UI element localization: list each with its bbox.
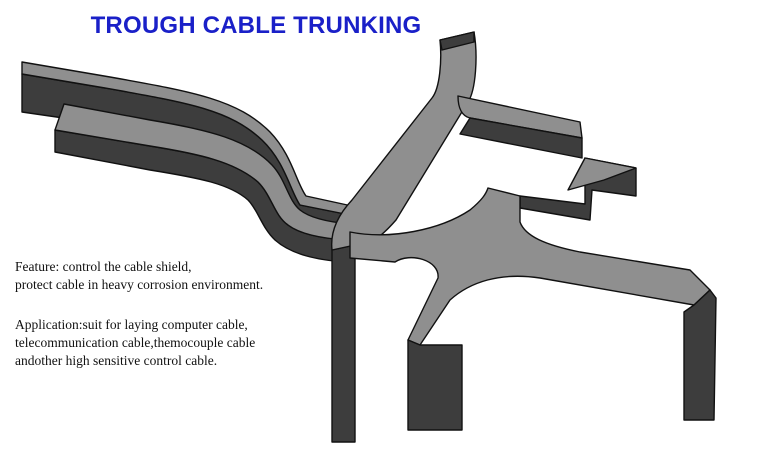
feature-line-1: Feature: control the cable shield, <box>15 259 192 274</box>
feature-text: Feature: control the cable shield, prote… <box>15 258 263 294</box>
right-box-floor <box>567 157 637 191</box>
main-diagonal-tray-floor <box>331 31 477 251</box>
main-tray-right-wall <box>439 31 475 51</box>
application-line-2: telecommunication cable,themocouple cabl… <box>15 335 256 350</box>
main-diagonal-tray-side <box>331 244 356 443</box>
feature-line-2: protect cable in heavy corrosion environ… <box>15 277 264 292</box>
page-title: TROUGH CABLE TRUNKING <box>90 12 422 39</box>
lower-right-arm-side <box>683 289 717 421</box>
lower-front-leg-side <box>407 339 463 431</box>
application-line-1: Application:suit for laying computer cab… <box>15 317 248 332</box>
upper-right-branch-side <box>459 117 583 159</box>
application-text: Application:suit for laying computer cab… <box>15 316 255 370</box>
tee-junction-floor <box>349 187 711 346</box>
application-line-3: andother high sensitive control cable. <box>15 353 218 368</box>
